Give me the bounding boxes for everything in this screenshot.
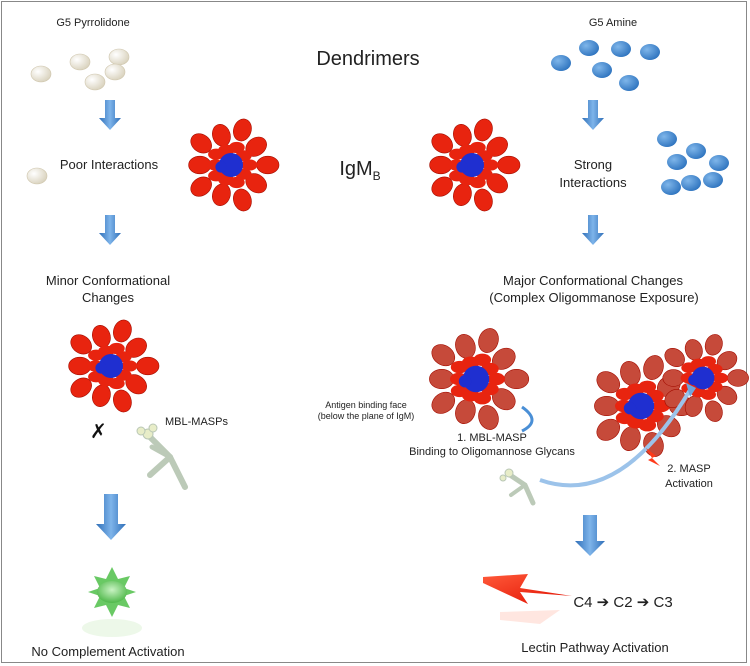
diagram-title: Dendrimers xyxy=(316,48,420,70)
step2-label-2: Activation xyxy=(665,478,713,490)
poor-interactions-label: Poor Interactions xyxy=(59,157,159,172)
step1-label-2: Binding to Oligomannose Glycans xyxy=(409,446,575,458)
igm-molecule-activating-2 xyxy=(662,334,749,422)
arrow-left-2 xyxy=(99,215,121,245)
arrow-left-3 xyxy=(96,494,126,540)
binding-arrows xyxy=(521,383,696,488)
igm-b-label: IgMB xyxy=(339,157,380,184)
igm-molecule-left xyxy=(188,118,280,212)
igm-molecule-center xyxy=(429,118,521,212)
arrow-left-1 xyxy=(99,100,121,130)
igm-molecule-bound-left xyxy=(68,319,160,413)
igm-molecule-bound-right xyxy=(429,328,530,430)
masp-activation-spark xyxy=(646,448,660,466)
amine-label: G5 Amine xyxy=(588,17,638,29)
pyrrolidone-label: G5 Pyrrolidone xyxy=(56,17,130,29)
minor-changes-label-1: Minor Conformational xyxy=(45,273,171,288)
no-activation-label: No Complement Activation xyxy=(31,644,185,659)
arrow-right-2 xyxy=(582,215,604,245)
step1-label-1: 1. MBL-MASP xyxy=(457,432,527,444)
arrow-right-1 xyxy=(582,100,604,130)
igm-label-subscript: B xyxy=(372,169,381,183)
inactive-star-icon xyxy=(82,567,142,637)
antigen-face-label-1: Antigen binding face xyxy=(325,400,407,410)
mbl-masp-left xyxy=(136,423,188,490)
flow-arrows xyxy=(96,100,605,556)
minor-changes-label-2: Changes xyxy=(81,290,135,305)
blocked-x-icon: ✗ xyxy=(90,421,107,443)
arrow-right-3 xyxy=(575,515,605,556)
cascade-label: C4 ➔ C2 ➔ C3 xyxy=(573,594,673,611)
lectin-activation-label: Lectin Pathway Activation xyxy=(521,640,669,655)
mbl-masps-label: MBL-MASPs xyxy=(165,416,228,428)
igm-molecules xyxy=(68,118,749,457)
major-changes-label-2: (Complex Oligommanose Exposure) xyxy=(489,290,699,305)
igm-label-main: IgM xyxy=(339,158,373,180)
lightning-bolt-icon xyxy=(483,574,572,624)
amine-dendrimers xyxy=(551,40,729,195)
antigen-face-label-2: (below the plane of IgM) xyxy=(317,411,415,421)
major-changes-label-1: Major Conformational Changes xyxy=(503,273,683,288)
mbl-masp-right xyxy=(499,468,536,506)
step2-label-1: 2. MASP xyxy=(667,463,711,475)
strong-interactions-label-1: Strong xyxy=(573,157,613,172)
strong-interactions-label-2: Interactions xyxy=(559,175,627,190)
pyrrolidone-dendrimers xyxy=(26,48,130,185)
